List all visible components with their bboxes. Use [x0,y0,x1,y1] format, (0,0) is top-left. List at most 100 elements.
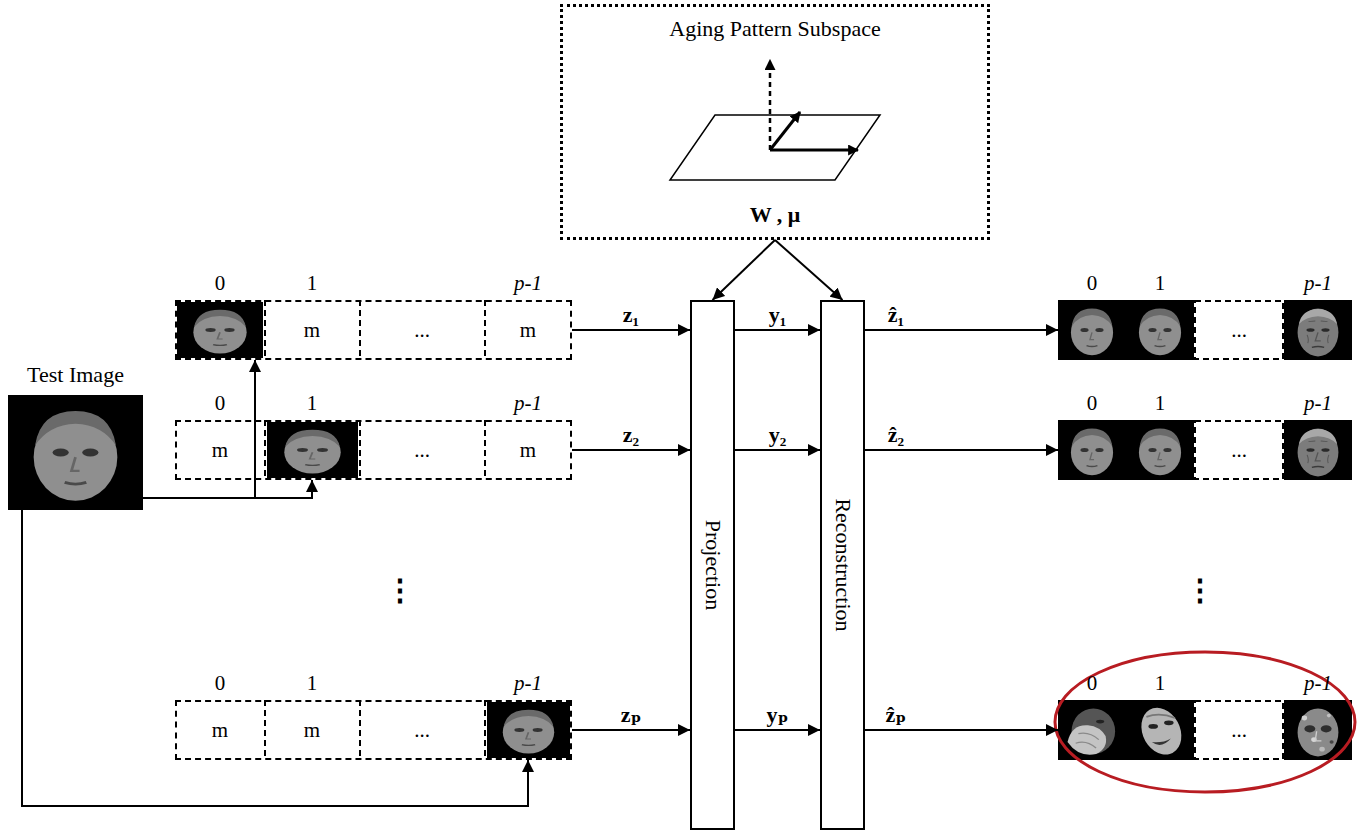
input-vector: 01p-1m...m [175,300,572,360]
index-label: 0 [1087,391,1098,415]
vector-label: y₁ [766,303,790,326]
cell-divider [359,300,361,360]
face-image [1284,420,1352,480]
cell-label: ... [1231,718,1247,742]
cell-divider [359,420,361,480]
cell-label: ... [414,438,430,462]
face-image [177,302,263,358]
vector-label: z₂ [620,423,642,446]
cell-divider [484,420,486,480]
reconstructed-vector: 01p-1... [1058,420,1352,480]
connector-arrow [22,510,528,806]
cell-label: m [212,438,228,462]
cell-label: ... [1231,318,1247,342]
vector-label: zₚ [618,703,645,726]
face-image [1284,300,1352,360]
index-label: p-1 [1304,391,1332,415]
cell-divider [359,700,361,760]
test-image: Test Image [8,395,143,510]
face-image [8,395,143,510]
connector-arrow [143,480,312,498]
cell-label: ... [1231,438,1247,462]
connector-arrow [713,240,776,300]
gap-cell [1195,701,1283,759]
subspace-box: Aging Pattern Subspace W , μ [560,4,990,240]
connector-arrow [143,360,255,498]
gap-cell [1195,421,1283,479]
continuation-dots: ⋮ [1185,575,1215,605]
gap-cells [1195,301,1283,759]
index-label: p-1 [1304,271,1332,295]
face-image [1126,420,1194,480]
connector-arrow [865,329,1058,331]
vector-label: ẑ₁ [885,303,907,326]
index-label: 0 [1087,271,1098,295]
index-label: 1 [307,391,318,415]
index-label: 1 [1155,271,1166,295]
vector-label: yₚ [764,703,792,726]
index-label: p-1 [514,391,542,415]
block-title: Projection [700,520,725,610]
vector-label: ẑₚ [883,703,910,726]
process-block: Projection [690,300,735,830]
normal-axis [769,60,772,150]
index-label: p-1 [1304,671,1332,695]
box-title: Aging Pattern Subspace [669,16,880,41]
connector-arrow [775,240,843,300]
cell-divider [264,420,266,480]
index-label: p-1 [514,271,542,295]
vector-label: y₂ [766,423,790,446]
index-label: p-1 [514,671,542,695]
parameter-label: W , μ [750,202,801,227]
index-label: 1 [1155,671,1166,695]
reconstructed-vector: 01p-1... [1058,700,1352,760]
face-image [267,422,358,478]
block-title: Reconstruction [830,498,855,631]
connector-arrow [735,449,820,451]
face-image [1058,420,1126,480]
index-label: 0 [215,671,226,695]
reconstructed-vector: 01p-1... [1058,300,1352,360]
cell-label: m [520,438,536,462]
input-vector: 01p-1m...m [175,420,572,480]
highlight-ellipse [1055,652,1355,792]
input-vector: 01p-1mm... [175,700,572,760]
index-label: 0 [1087,671,1098,695]
subspace-plane [670,115,880,180]
index-label: 0 [215,271,226,295]
cell-label: ... [414,318,430,342]
index-label: 1 [307,671,318,695]
index-label: 1 [1155,391,1166,415]
basis-axis [770,149,858,152]
cell-label: ... [414,718,430,742]
cell-dividers [265,300,485,760]
face-image [1126,300,1194,360]
gap-cell [1195,301,1283,359]
cell-divider [264,700,266,760]
image-caption: Test Image [27,362,124,387]
basis-axis [770,112,800,150]
connector-arrow [735,329,820,331]
connector-arrow [572,329,690,331]
cell-label: m [520,318,536,342]
face-image [1058,300,1126,360]
continuation-dots: ⋮ [385,575,415,605]
face-image [487,702,570,758]
cell-label: m [212,718,228,742]
connector-arrow [865,449,1058,451]
cell-divider [264,300,266,360]
cell-label: m [304,318,320,342]
index-label: 0 [215,391,226,415]
index-label: 1 [307,271,318,295]
cell-label: m [304,718,320,742]
connector-arrow [572,729,690,731]
connector-arrow [865,729,1058,731]
connector-arrow [735,729,820,731]
process-block: Reconstruction [820,300,865,830]
vector-label: z₁ [620,303,642,326]
connector-arrow [572,449,690,451]
cell-divider [484,300,486,360]
face-image [1126,700,1194,760]
vector-label: ẑ₂ [885,423,907,446]
